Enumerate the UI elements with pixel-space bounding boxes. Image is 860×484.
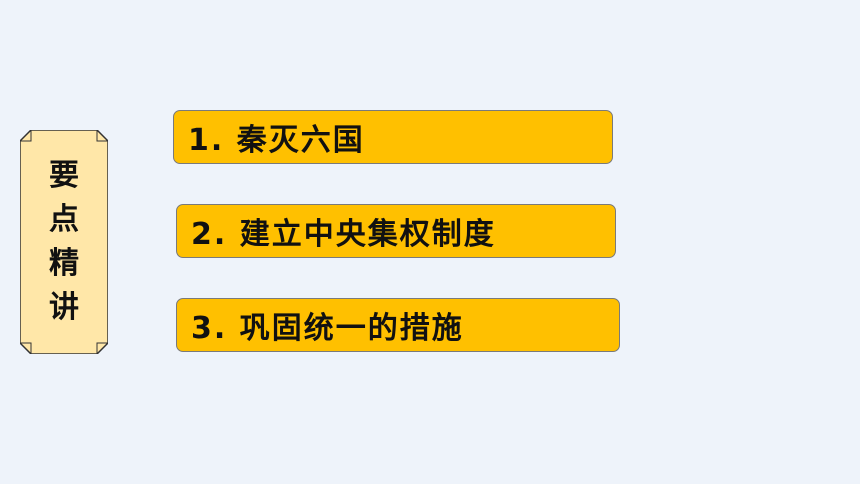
label-frame: [20, 130, 108, 354]
item-consolidation-measures[interactable]: 3. 巩固统一的措施: [176, 298, 620, 352]
key-points-label: 要 点 精 讲: [20, 130, 108, 354]
label-char-3: 精: [49, 246, 79, 281]
item-central-authority-system[interactable]: 2. 建立中央集权制度: [176, 204, 616, 258]
item-qin-conquers-six-states[interactable]: 1. 秦灭六国: [173, 110, 613, 164]
label-char-1: 要: [49, 158, 79, 193]
label-char-2: 点: [49, 202, 79, 237]
label-char-4: 讲: [49, 290, 79, 325]
